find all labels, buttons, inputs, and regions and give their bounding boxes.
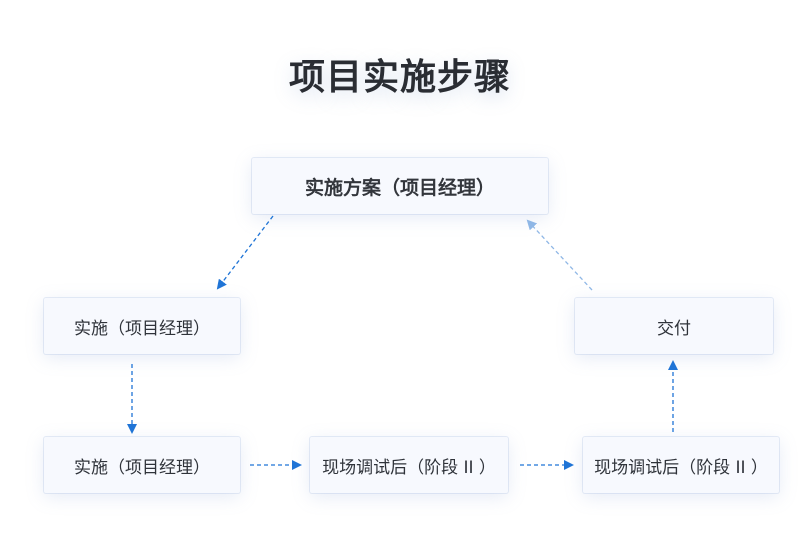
arrow-plan-to-implement [216,215,274,290]
node-implement-top: 实施（项目经理） [44,298,240,354]
diagram-title: 项目实施步骤 [288,57,511,98]
node-implement-bottom: 实施（项目经理） [44,437,240,493]
arrow-deliver-to-plan [526,219,593,291]
node-plan: 实施方案（项目经理） [252,158,548,214]
node-deliver: 交付 [575,298,773,354]
node-debug-2: 现场调试后（阶段 II ） [583,437,779,493]
node-debug-1: 现场调试后（阶段 II ） [310,437,508,493]
